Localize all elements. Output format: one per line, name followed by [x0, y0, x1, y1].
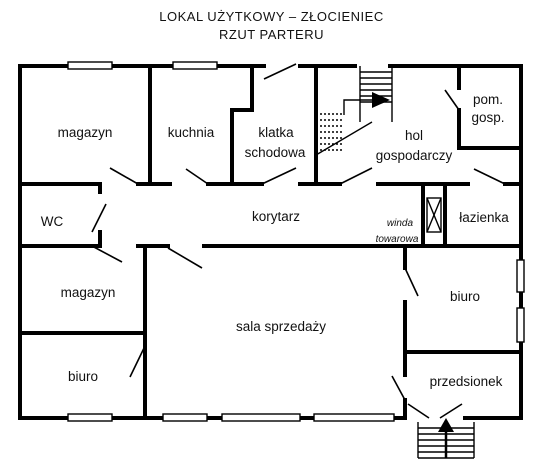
plan-title: LOKAL UŻYTKOWY – ZŁOCIENIEC	[159, 9, 384, 24]
room-label-wc: WC	[41, 214, 64, 229]
room-label-biuro-right: biuro	[450, 289, 480, 304]
plan-subtitle: RZUT PARTERU	[219, 27, 324, 42]
window	[516, 307, 525, 343]
door	[339, 167, 373, 185]
doors	[91, 63, 506, 419]
door	[167, 247, 203, 269]
room-label-przedsionek: przedsionek	[430, 374, 503, 389]
door	[109, 167, 139, 185]
room-label-sala: sala sprzedaży	[236, 319, 326, 334]
room-label-schodowa: schodowa	[245, 145, 306, 160]
door	[263, 63, 297, 80]
room-label-korytarz: korytarz	[252, 209, 300, 224]
stairs-arrow-icon	[372, 92, 390, 108]
room-label-winda: winda	[387, 218, 414, 229]
door	[473, 168, 506, 185]
window	[313, 413, 395, 422]
room-label-gosp: gosp.	[471, 110, 504, 125]
room-label-gospodarczy: gospodarczy	[376, 148, 453, 163]
door	[407, 403, 430, 419]
room-label-towarowa: towarowa	[376, 234, 419, 245]
window	[221, 413, 301, 422]
entrance-arrow-icon	[438, 418, 454, 432]
room-label-biuro-left: biuro	[68, 369, 98, 384]
window	[172, 61, 218, 70]
elevator-shaft	[426, 197, 442, 233]
window	[67, 413, 113, 422]
room-label-hol: hol	[405, 128, 423, 143]
interior-walls	[18, 64, 523, 420]
window	[516, 259, 525, 293]
window	[162, 413, 208, 422]
room-label-lazienka: łazienka	[459, 210, 509, 225]
room-labels: magazyn kuchnia klatka schodowa hol gosp…	[41, 92, 510, 389]
door	[404, 267, 419, 297]
door	[185, 168, 209, 185]
windows	[67, 61, 525, 422]
door	[439, 403, 463, 419]
entrance-steps	[417, 418, 475, 459]
room-label-pom: pom.	[473, 92, 503, 107]
door	[91, 203, 107, 233]
door	[391, 375, 406, 401]
door	[261, 167, 297, 185]
door	[91, 245, 123, 263]
door	[444, 89, 460, 111]
room-label-klatka: klatka	[258, 125, 294, 140]
window	[67, 61, 113, 70]
door	[129, 345, 146, 378]
room-label-kuchnia: kuchnia	[168, 125, 215, 140]
room-label-magazyn-top: magazyn	[58, 125, 113, 140]
room-label-magazyn-bottom: magazyn	[61, 285, 116, 300]
staircase	[315, 66, 393, 156]
